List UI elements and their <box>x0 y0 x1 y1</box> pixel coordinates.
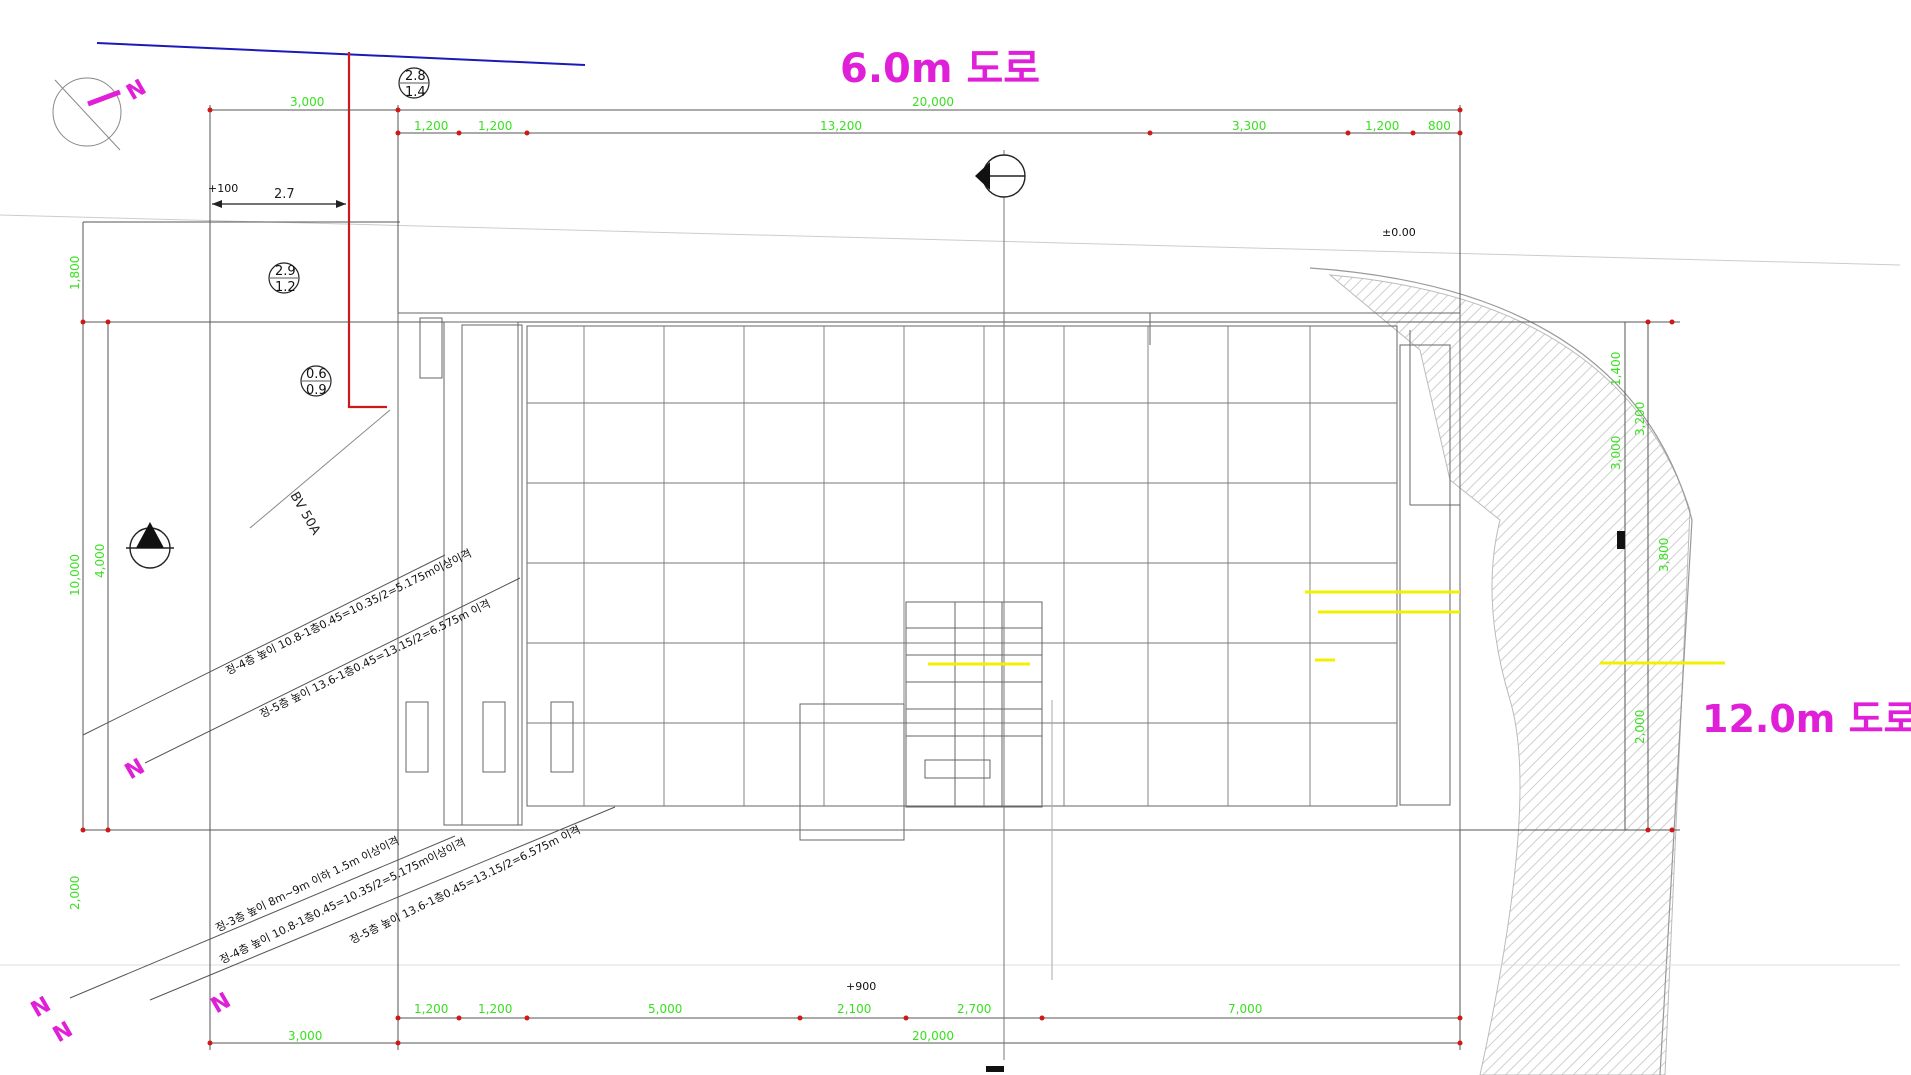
setback-note-2: 정-5층 높이 13.6-1층0.45=13.15/2=6.575m 이격 <box>258 597 493 721</box>
stair-core <box>799 601 1043 841</box>
section-marker-left <box>126 522 174 569</box>
north-boundary-line <box>96 42 586 66</box>
north-arrow-icon <box>52 77 122 151</box>
dim-top-seg-2: 1,200 <box>478 119 512 133</box>
north-label-4: N <box>49 1017 77 1048</box>
dim-top-seg-1: 1,200 <box>414 119 448 133</box>
measure-2-7: 2.7 <box>274 187 295 202</box>
road-label-top: 6.0m 도로 <box>840 46 1040 92</box>
dim-right-b: 3,200 <box>1633 402 1647 436</box>
dim-bottom-seg-4: 2,100 <box>837 1002 871 1016</box>
building-outline <box>397 312 1461 831</box>
dim-left-bottom: 2,000 <box>68 876 82 910</box>
tile-grid <box>527 326 1397 806</box>
dim-top-seg-5: 1,200 <box>1365 119 1399 133</box>
dim-right-e: 3,800 <box>1657 538 1671 572</box>
dim-right-d: 2,000 <box>1633 710 1647 744</box>
dim-right-a: 1,400 <box>1609 352 1623 386</box>
parking-slots <box>405 701 574 773</box>
setback-diagonals <box>69 554 616 1001</box>
dim-bottom-overall: 20,000 <box>912 1029 954 1043</box>
road-curb-line <box>1309 267 1693 1075</box>
dim-top-seg-3: 13,200 <box>820 119 862 133</box>
node-markers <box>80 107 1675 1046</box>
dim-bottom-seg-6: 7,000 <box>1228 1002 1262 1016</box>
distance-bubble-1: 2.8 1.4 <box>398 67 430 100</box>
north-label-5: N <box>207 988 235 1019</box>
dim-top-setback: 3,000 <box>290 95 324 109</box>
distance-bubble-2: 2.9 1.2 <box>268 262 300 295</box>
north-label: N <box>122 75 150 106</box>
dim-bottom-seg-2: 1,200 <box>478 1002 512 1016</box>
svg-text:2.9: 2.9 <box>275 264 296 279</box>
dim-bottom-seg-1: 1,200 <box>414 1002 448 1016</box>
svg-text:2.8: 2.8 <box>405 69 426 84</box>
dim-left-top: 1,800 <box>68 256 82 290</box>
level-top-right: ±0.00 <box>1382 226 1416 239</box>
section-marker-top <box>975 154 1026 198</box>
pipe-label: BV 50A <box>287 490 324 538</box>
dim-left-inner: 4,000 <box>93 544 107 578</box>
svg-text:1.2: 1.2 <box>275 280 296 295</box>
utility-annotations <box>928 590 1725 666</box>
road-label-right: 12.0m 도로 <box>1702 697 1911 741</box>
svg-text:0.6: 0.6 <box>306 367 327 382</box>
red-setback-line <box>347 52 387 409</box>
svg-text:1.4: 1.4 <box>405 85 426 100</box>
dim-left-overall: 10,000 <box>68 554 82 596</box>
level-top-left: +100 <box>208 182 238 195</box>
dim-bottom-setback: 3,000 <box>288 1029 322 1043</box>
north-label-2: N <box>121 754 149 785</box>
dim-top-seg-6: 800 <box>1428 119 1451 133</box>
setback-note-1: 정-4층 높이 10.8-1층0.45=10.35/2=5.175m이상이격 <box>224 547 474 678</box>
dim-bottom-seg-5: 2,700 <box>957 1002 991 1016</box>
dim-right-c: 3,000 <box>1609 436 1623 470</box>
svg-text:0.9: 0.9 <box>306 383 327 398</box>
dim-top-overall: 20,000 <box>912 95 954 109</box>
road-hatch-area <box>1328 274 1691 1075</box>
dim-top-seg-4: 3,300 <box>1232 119 1266 133</box>
north-label-3: N <box>27 992 55 1023</box>
dim-bottom-seg-3: 5,000 <box>648 1002 682 1016</box>
level-bottom: +900 <box>846 980 876 993</box>
distance-bubble-3: 0.6 0.9 <box>300 365 332 398</box>
